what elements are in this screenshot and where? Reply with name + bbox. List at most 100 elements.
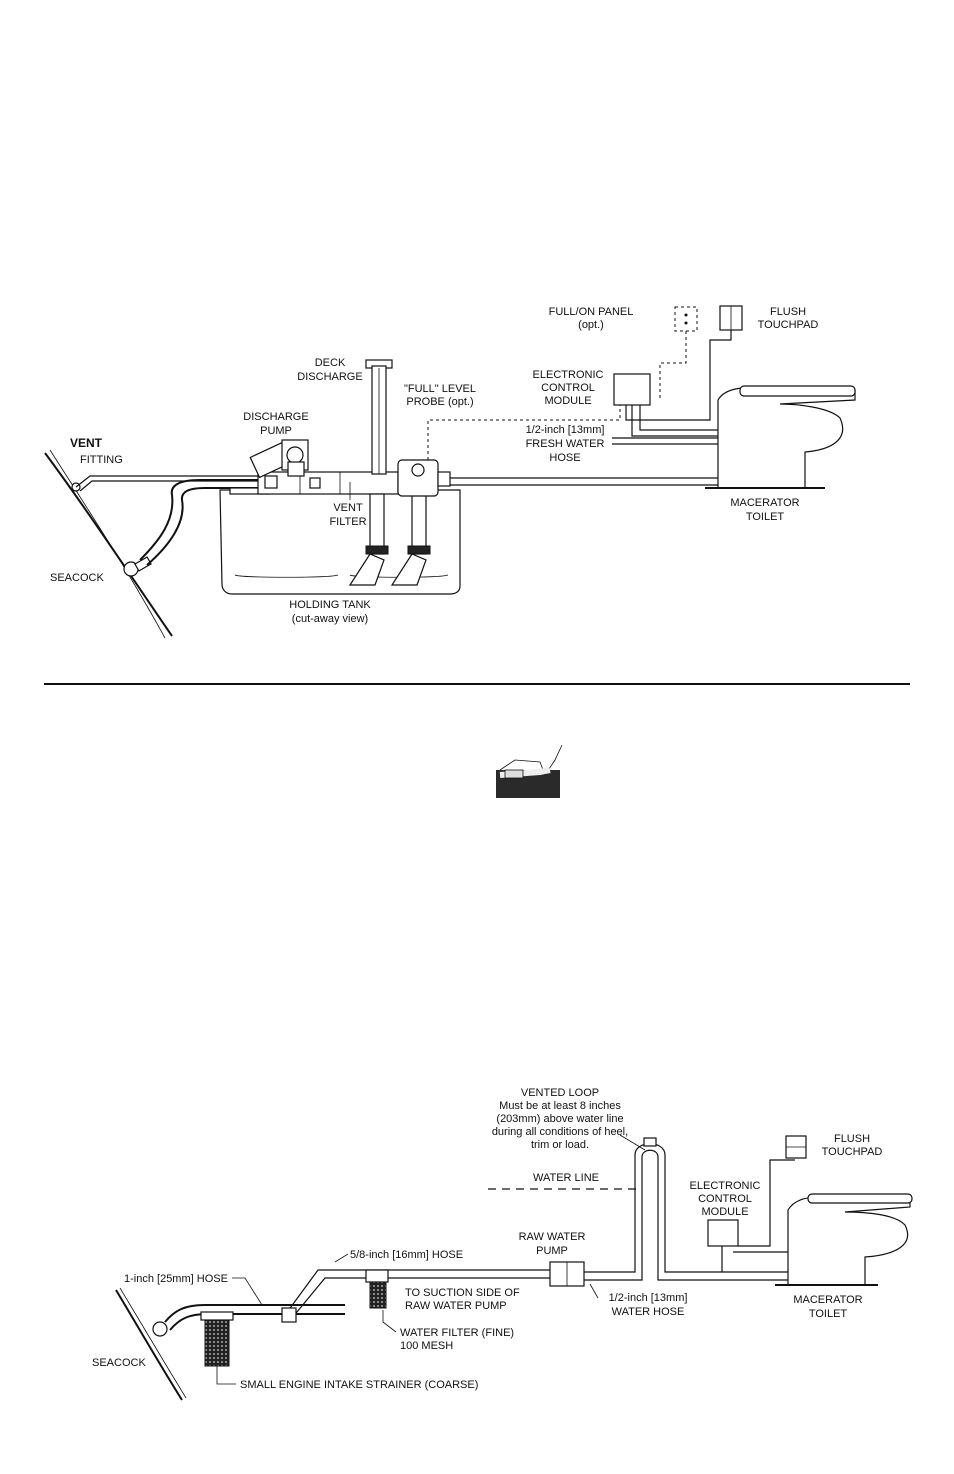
- svg-text:PUMP: PUMP: [536, 1245, 568, 1257]
- discharge-pump-icon: [249, 439, 309, 479]
- svg-text:(opt.): (opt.): [578, 319, 604, 331]
- label-flush-touchpad-1: FLUSH: [770, 306, 806, 318]
- label-flush-touchpad-bottom-2: TOUCHPAD: [822, 1146, 883, 1158]
- svg-text:TO SUCTION SIDE OF: TO SUCTION SIDE OF: [405, 1287, 520, 1299]
- engine-strainer-icon: [200, 1311, 234, 1367]
- svg-text:MACERATOR: MACERATOR: [730, 497, 799, 509]
- svg-text:"FULL" LEVEL: "FULL" LEVEL: [404, 383, 476, 395]
- label-vent-filter-1: VENT: [333, 502, 363, 514]
- flush-touchpad-bottom-icon: [785, 1135, 807, 1159]
- label-engine-strainer: SMALL ENGINE INTAKE STRAINER (COARSE): [240, 1379, 478, 1391]
- svg-text:SEACOCK: SEACOCK: [92, 1357, 146, 1369]
- svg-text:FRESH WATER: FRESH WATER: [526, 438, 605, 450]
- hull-line-bottom: [115, 1289, 183, 1401]
- discharge-manifold: [257, 471, 399, 495]
- svg-text:1/2-inch [13mm]: 1/2-inch [13mm]: [609, 1292, 688, 1304]
- full-on-panel-icon: [659, 306, 698, 400]
- svg-text:HOLDING TANK: HOLDING TANK: [289, 599, 371, 611]
- label-ecm-bottom-3: MODULE: [701, 1206, 748, 1218]
- svg-text:TOILET: TOILET: [809, 1308, 848, 1320]
- svg-text:1/2-inch [13mm]: 1/2-inch [13mm]: [526, 424, 605, 436]
- svg-text:CONTROL: CONTROL: [541, 382, 595, 394]
- label-raw-water-pump-1: RAW WATER: [519, 1231, 586, 1243]
- macerator-toilet-icon: [705, 385, 856, 489]
- label-macerator-toilet-bottom-1: MACERATOR: [793, 1294, 862, 1306]
- label-full-on-panel-1: FULL/ON PANEL: [549, 306, 634, 318]
- svg-text:5/8-inch [16mm] HOSE: 5/8-inch [16mm] HOSE: [350, 1249, 463, 1261]
- svg-text:WATER FILTER (FINE): WATER FILTER (FINE): [400, 1327, 514, 1339]
- label-ecm-3: MODULE: [544, 395, 591, 407]
- svg-text:trim or load.: trim or load.: [531, 1139, 589, 1151]
- svg-text:MODULE: MODULE: [544, 395, 591, 407]
- label-seacock-top: SEACOCK: [50, 572, 104, 584]
- label-vented-loop-4: during all conditions of heel,: [492, 1126, 628, 1138]
- svg-text:MACERATOR: MACERATOR: [793, 1294, 862, 1306]
- probe-wire: [427, 405, 621, 460]
- label-suction-side-1: TO SUCTION SIDE OF: [405, 1287, 520, 1299]
- svg-text:DISCHARGE: DISCHARGE: [297, 371, 362, 383]
- svg-text:SEACOCK: SEACOCK: [50, 572, 104, 584]
- svg-text:WATER LINE: WATER LINE: [533, 1172, 599, 1184]
- svg-text:VENT: VENT: [70, 436, 103, 450]
- svg-text:WATER HOSE: WATER HOSE: [612, 1306, 685, 1318]
- svg-text:TOUCHPAD: TOUCHPAD: [758, 319, 819, 331]
- label-seacock-bottom: SEACOCK: [92, 1357, 146, 1369]
- label-ecm-2: CONTROL: [541, 382, 595, 394]
- label-water-line: WATER LINE: [533, 1172, 599, 1184]
- water-filter-icon: [365, 1269, 389, 1309]
- macerator-toilet-bottom-icon: [775, 1193, 913, 1286]
- label-vent-filter-2: FILTER: [329, 516, 366, 528]
- svg-text:Must be at least 8 inches: Must be at least 8 inches: [499, 1100, 621, 1112]
- svg-text:RAW WATER: RAW WATER: [519, 1231, 586, 1243]
- label-fresh-water-3: HOSE: [549, 452, 580, 464]
- label-raw-water-pump-2: PUMP: [536, 1245, 568, 1257]
- label-vented-loop-5: trim or load.: [531, 1139, 589, 1151]
- label-vented-loop-3: (203mm) above water line: [496, 1113, 623, 1125]
- control-module-box-bottom: [707, 1219, 739, 1247]
- label-hose-5-8: 5/8-inch [16mm] HOSE: [350, 1249, 463, 1261]
- top-diagram: FULL/ON PANEL (opt.) FLUSH TOUCHPAD DECK…: [44, 305, 856, 639]
- svg-text:SMALL ENGINE INTAKE STRAINER (: SMALL ENGINE INTAKE STRAINER (COARSE): [240, 1379, 478, 1391]
- label-ecm-bottom-1: ELECTRONIC: [690, 1180, 761, 1192]
- hull-line: [44, 452, 173, 637]
- svg-text:PROBE (opt.): PROBE (opt.): [406, 396, 473, 408]
- label-fresh-water-1: 1/2-inch [13mm]: [526, 424, 605, 436]
- svg-text:TOILET: TOILET: [746, 511, 785, 523]
- svg-text:HOSE: HOSE: [549, 452, 580, 464]
- svg-text:VENTED LOOP: VENTED LOOP: [521, 1087, 599, 1099]
- svg-text:VENT: VENT: [333, 502, 363, 514]
- svg-text:CONTROL: CONTROL: [698, 1193, 752, 1205]
- svg-text:FLUSH: FLUSH: [770, 306, 806, 318]
- label-vented-loop-2: Must be at least 8 inches: [499, 1100, 621, 1112]
- svg-text:FILTER: FILTER: [329, 516, 366, 528]
- label-vent-fitting-2: FITTING: [80, 454, 123, 466]
- seacock-icon: [123, 479, 260, 577]
- label-water-hose-1: 1/2-inch [13mm]: [609, 1292, 688, 1304]
- svg-text:100 MESH: 100 MESH: [400, 1340, 453, 1352]
- label-full-level-probe-1: "FULL" LEVEL: [404, 383, 476, 395]
- svg-text:ELECTRONIC: ELECTRONIC: [533, 369, 604, 381]
- label-deck-discharge-1: DECK: [315, 357, 346, 369]
- label-holding-tank-2: (cut-away view): [292, 613, 368, 625]
- svg-text:1-inch [25mm] HOSE: 1-inch [25mm] HOSE: [124, 1273, 228, 1285]
- svg-text:FULL/ON PANEL: FULL/ON PANEL: [549, 306, 634, 318]
- label-vent-fitting-1: VENT: [70, 436, 103, 450]
- flush-touchpad-icon: [625, 305, 743, 421]
- svg-text:DISCHARGE: DISCHARGE: [243, 411, 308, 423]
- seacock-bottom-icon: [152, 1304, 345, 1337]
- svg-text:(cut-away view): (cut-away view): [292, 613, 368, 625]
- svg-text:ELECTRONIC: ELECTRONIC: [690, 1180, 761, 1192]
- label-water-filter-1: WATER FILTER (FINE): [400, 1327, 514, 1339]
- inlet-fitting: [397, 459, 451, 497]
- label-full-level-probe-2: PROBE (opt.): [406, 396, 473, 408]
- label-holding-tank-1: HOLDING TANK: [289, 599, 371, 611]
- label-water-filter-2: 100 MESH: [400, 1340, 453, 1352]
- tank-pipes: [348, 493, 431, 586]
- label-discharge-pump-1: DISCHARGE: [243, 411, 308, 423]
- svg-text:FITTING: FITTING: [80, 454, 123, 466]
- thumbnail-image: [496, 744, 563, 798]
- label-hose-1: 1-inch [25mm] HOSE: [124, 1273, 228, 1285]
- label-water-hose-2: WATER HOSE: [612, 1306, 685, 1318]
- svg-text:DECK: DECK: [315, 357, 346, 369]
